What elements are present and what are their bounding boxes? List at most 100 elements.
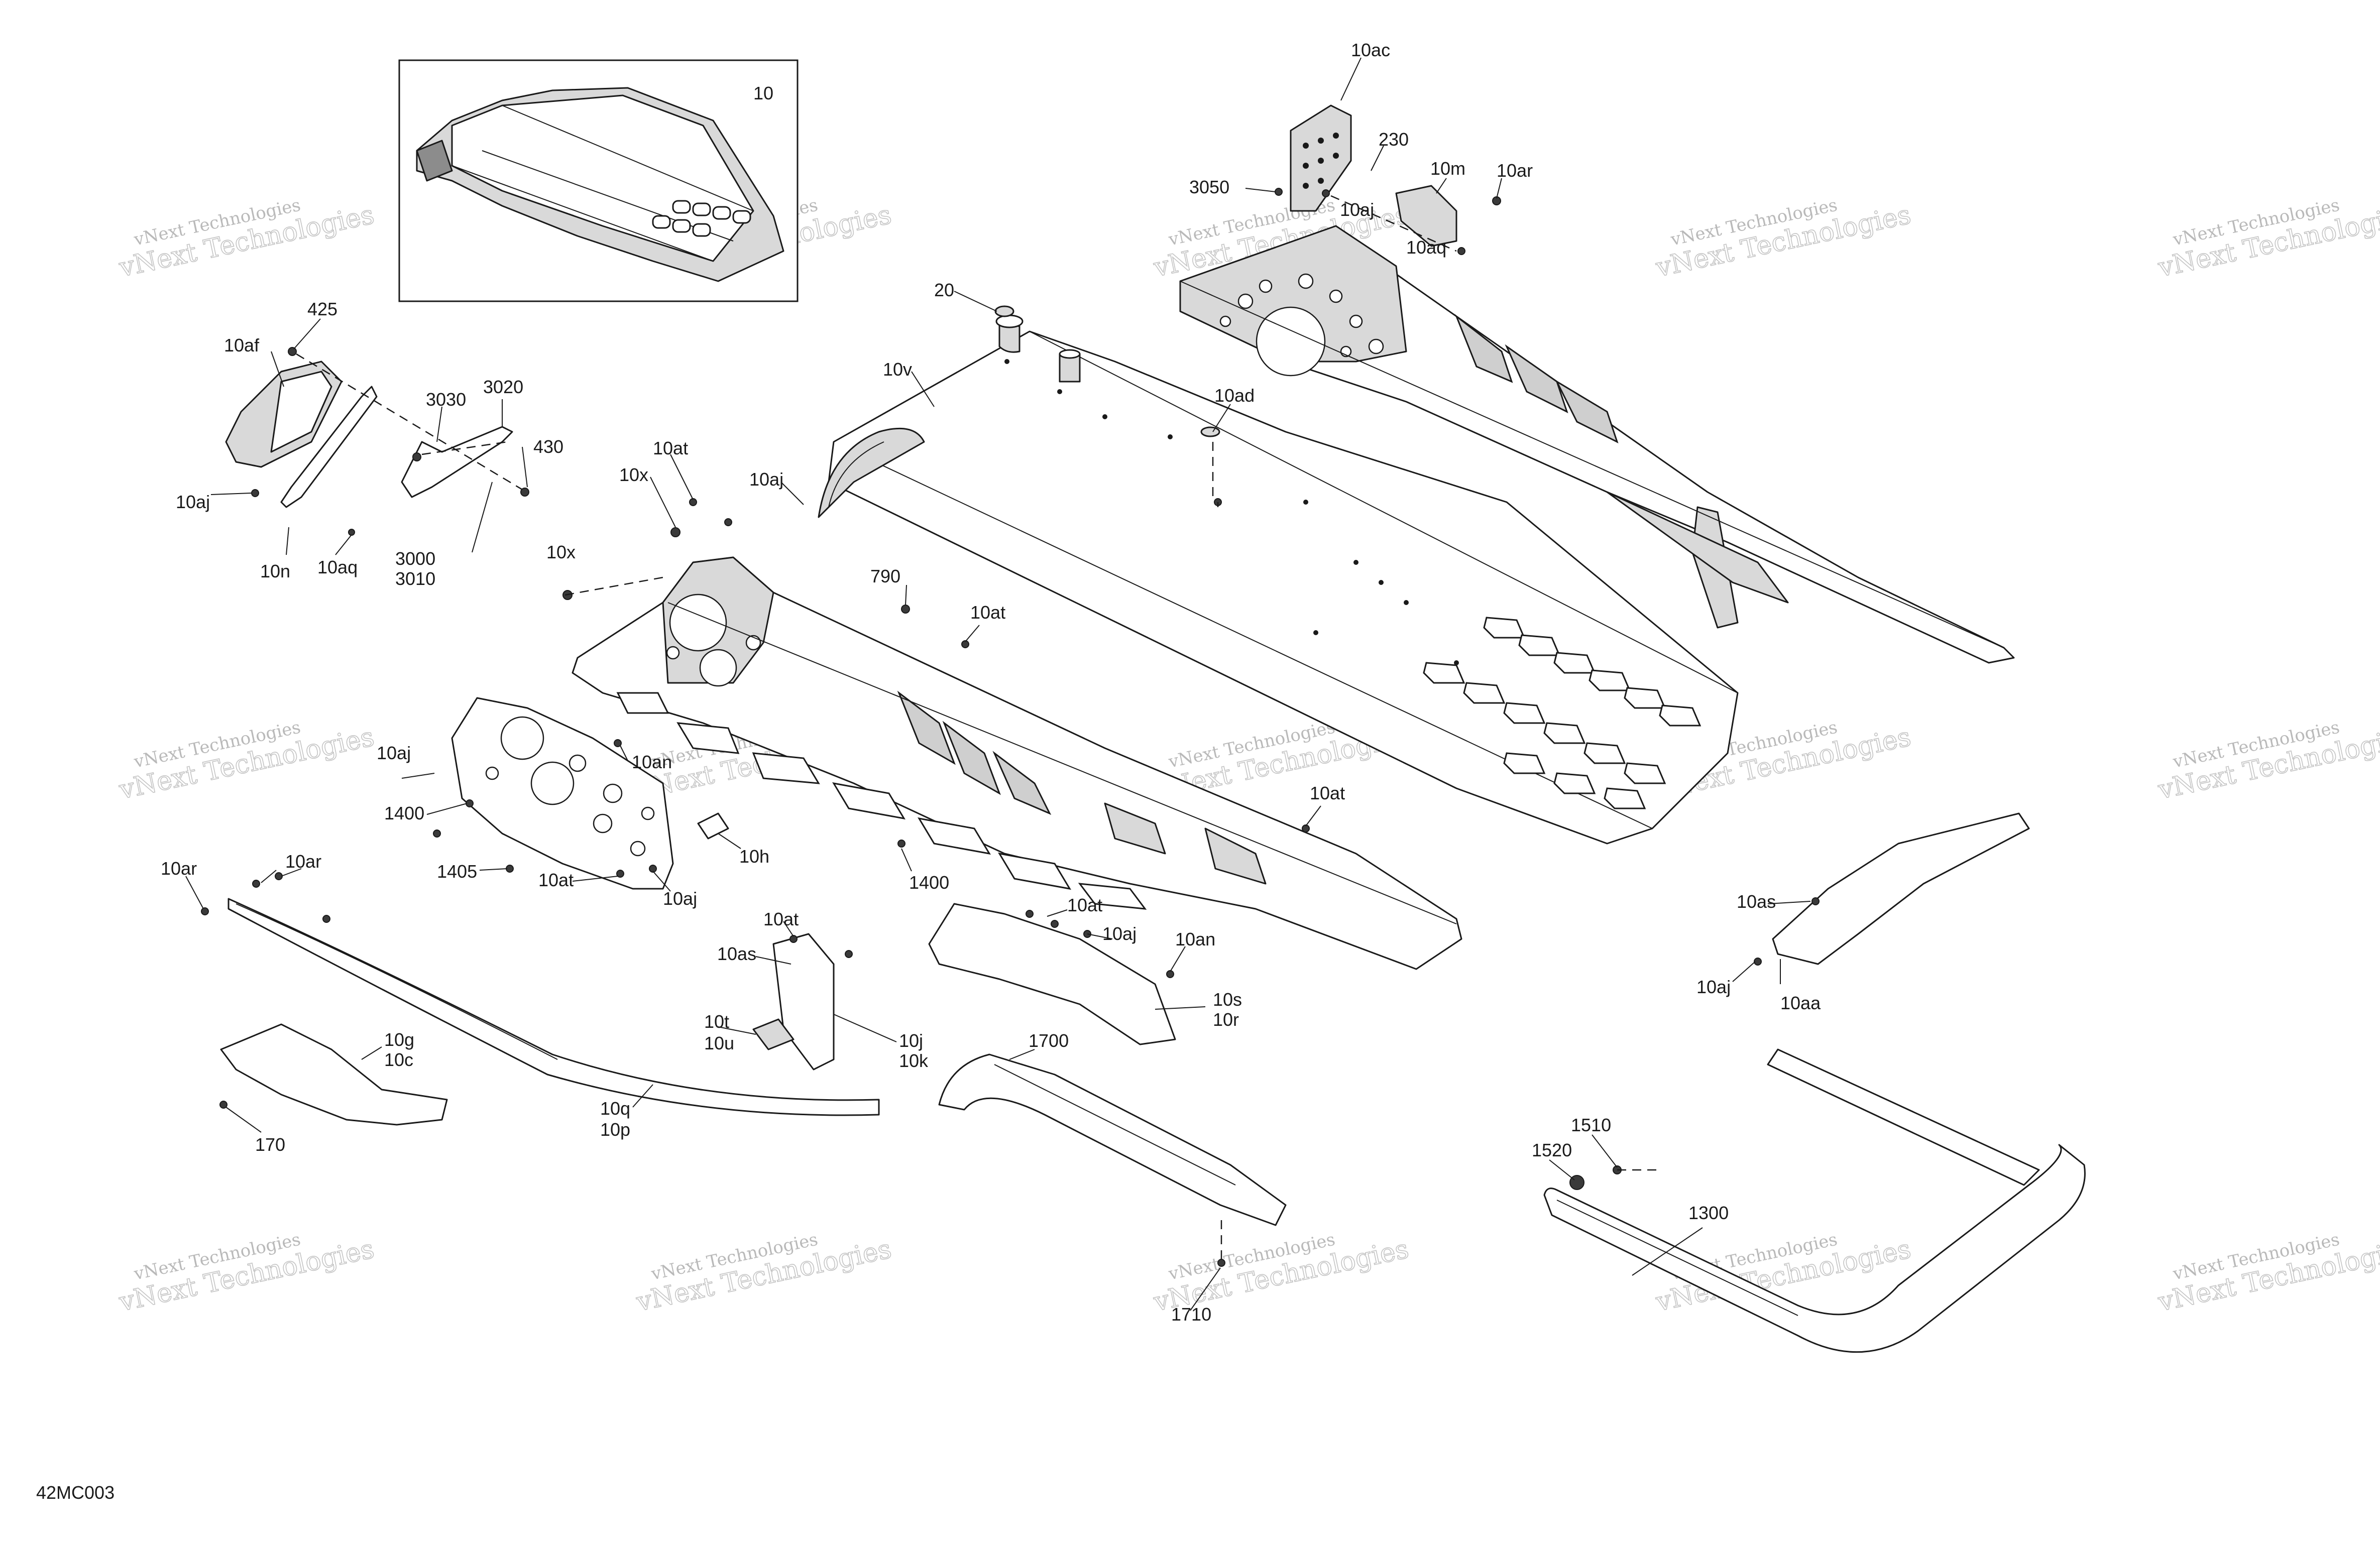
callout-1510: 1510 (1571, 1115, 1611, 1135)
panel-vent-slots (1423, 617, 1702, 809)
callout-10h: 10h (739, 846, 769, 867)
inset-assembly-view: 10 (398, 59, 799, 302)
rear-bracket-10aa (1772, 812, 2030, 965)
callout-10ac: 10ac (1351, 40, 1390, 60)
vent-slot (1423, 662, 1465, 684)
callout-10v: 10v (883, 359, 912, 380)
callout-10g: 10g (384, 1029, 414, 1050)
callout-3020: 3020 (483, 377, 523, 397)
vent-slot (1624, 687, 1666, 709)
callout-10p: 10p (600, 1119, 630, 1140)
callout-10x-1: 10x (619, 464, 648, 485)
bracket-10s (928, 903, 1176, 1045)
leader-lines (185, 57, 1811, 1311)
callout-10aq-top: 10aq (1406, 237, 1446, 258)
callout-10aj-brk: 10aj (1102, 923, 1137, 944)
strut-3000 (401, 426, 513, 498)
vent-slot (1553, 772, 1596, 794)
callout-10ar-2: 10ar (285, 851, 321, 872)
callout-3050: 3050 (1189, 177, 1229, 197)
vent-slot (1624, 762, 1666, 784)
callout-10at-5: 10at (763, 909, 799, 929)
rear-bumper-1300 (1543, 1048, 2086, 1353)
left-tunnel-side-rail (572, 556, 1462, 970)
rail-holes-upper (1219, 273, 1384, 377)
callout-1400-1: 1400 (384, 803, 424, 823)
callout-1520: 1520 (1532, 1140, 1572, 1160)
inset-slots (652, 200, 751, 237)
clip-10h (697, 812, 729, 840)
bracket-grid-holes (1303, 133, 1339, 189)
callout-20: 20 (934, 280, 954, 300)
callout-10aq-left: 10aq (317, 557, 358, 577)
callout-10q: 10q (600, 1098, 630, 1119)
right-tunnel-side-rail (1179, 225, 2015, 664)
callout-10af: 10af (224, 335, 260, 355)
callout-10an-1: 10an (632, 752, 672, 772)
callout-10aj-top: 10aj (1340, 199, 1374, 220)
vent-slot (1583, 742, 1626, 764)
callout-3000: 3000 (395, 548, 435, 569)
callout-10m: 10m (1430, 158, 1465, 179)
callout-3010: 3010 (395, 568, 435, 589)
callout-1710: 1710 (1171, 1304, 1211, 1325)
vent-slot (1463, 682, 1506, 704)
vent-slot (1503, 752, 1546, 774)
callout-10r: 10r (1213, 1009, 1239, 1030)
callout-1400-2: 1400 (909, 872, 949, 893)
figure-ref-code: 42MC003 (36, 1482, 115, 1503)
front-runner-10q (228, 898, 880, 1116)
callout-10s: 10s (1213, 989, 1242, 1010)
callout-10an-2: 10an (1175, 929, 1215, 949)
running-board-1700 (938, 1053, 1287, 1226)
callout-10n: 10n (260, 561, 290, 581)
callout-10aj-left: 10aj (176, 492, 210, 512)
assembly-lines (296, 195, 1657, 1263)
callout-10ar-top: 10ar (1497, 160, 1533, 181)
vent-slot (1543, 722, 1586, 744)
bracket-10j (772, 933, 835, 1071)
vent-slot (1659, 704, 1702, 727)
callout-1405: 1405 (437, 861, 477, 882)
panel-holes (1004, 359, 1459, 665)
strut-10n (280, 386, 378, 508)
callout-10as-2: 10as (1737, 891, 1776, 912)
rail-lower-windows (616, 692, 1147, 910)
callout-790: 790 (870, 566, 900, 586)
callout-1700: 1700 (1029, 1030, 1069, 1051)
callout-10t: 10t (704, 1011, 729, 1032)
callout-425: 425 (307, 299, 337, 319)
front-plate (451, 697, 674, 890)
callout-10at-1: 10at (653, 438, 688, 458)
callout-430: 430 (533, 436, 563, 457)
vent-slot (1518, 634, 1561, 656)
skid-plate-10g (220, 1023, 448, 1126)
callout-10at-2: 10at (970, 602, 1005, 623)
callout-10at-6: 10at (1067, 895, 1102, 915)
vent-slot (1553, 652, 1596, 674)
vent-slot (1589, 669, 1631, 691)
callout-10ar-1: 10ar (161, 858, 197, 879)
callout-10u: 10u (704, 1033, 734, 1053)
callout-10k: 10k (899, 1050, 929, 1071)
vent-slot (1503, 702, 1546, 724)
callout-1300: 1300 (1688, 1203, 1729, 1223)
plate-10m (1395, 185, 1457, 247)
callout-10ad: 10ad (1214, 385, 1255, 406)
callout-10as-1: 10as (717, 943, 756, 964)
callout-10at-4: 10at (1310, 783, 1345, 803)
callout-10aj-mid: 10aj (749, 469, 783, 490)
callout-10aa: 10aa (1780, 993, 1821, 1013)
callout-10c: 10c (384, 1049, 413, 1070)
callout-10aj-right: 10aj (1696, 977, 1731, 997)
callout-10at-3: 10at (538, 870, 574, 890)
tunnel-top-panel (818, 305, 1739, 845)
